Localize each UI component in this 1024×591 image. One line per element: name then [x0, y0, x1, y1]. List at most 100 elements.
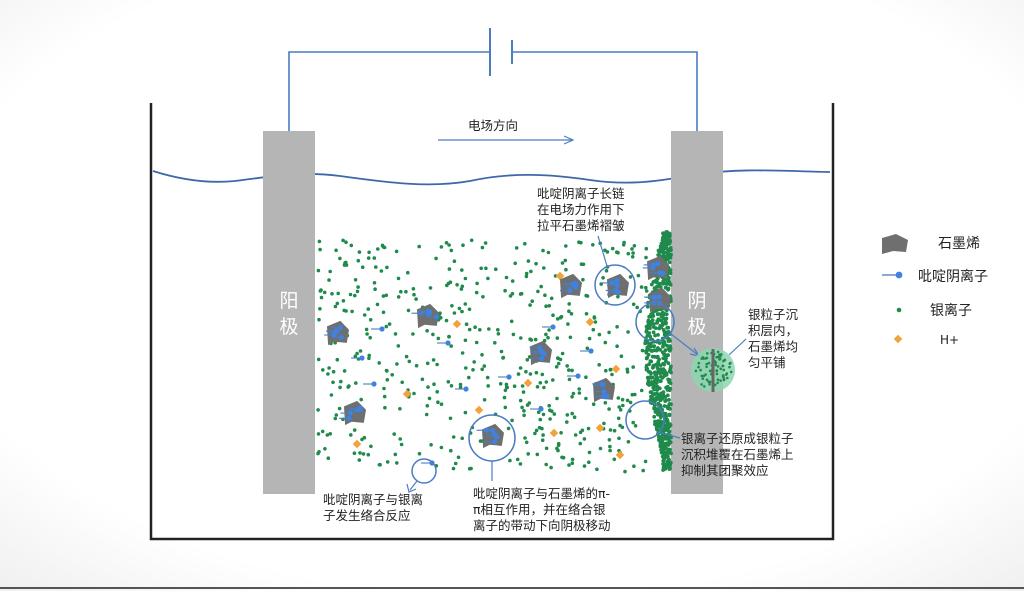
- silver-ion: [331, 380, 335, 385]
- silver-ion: [607, 438, 612, 442]
- proton: [549, 428, 559, 438]
- deposited-silver: [655, 355, 659, 360]
- silver-ion: [527, 401, 532, 405]
- deposited-silver: [649, 375, 654, 380]
- silver-ion: [619, 354, 624, 359]
- deposited-silver: [651, 330, 656, 335]
- silver-ion: [593, 320, 598, 324]
- silver-ion: [571, 391, 576, 396]
- silver-ion: [379, 269, 384, 273]
- silver-ion: [636, 273, 641, 278]
- silver-ions: [316, 238, 649, 474]
- silver-ion: [570, 461, 575, 466]
- silver-ion: [467, 466, 472, 471]
- pyridine-anion: [483, 427, 490, 433]
- deposited-silver: [664, 250, 669, 255]
- silver-ion: [353, 293, 357, 298]
- silver-ion: [431, 358, 436, 362]
- silver-ion: [526, 452, 530, 456]
- deposited-silver: [662, 352, 667, 356]
- silver-ion: [464, 366, 468, 370]
- pyridine-anion: [539, 348, 545, 355]
- zoom-silver: [705, 365, 708, 369]
- deposited-silver: [663, 255, 668, 260]
- silver-ion: [452, 259, 457, 264]
- silver-ion: [407, 359, 412, 364]
- deposited-silver: [658, 369, 662, 374]
- silver-ion: [568, 335, 573, 340]
- silver-ion: [496, 332, 501, 336]
- silver-ion: [455, 283, 459, 287]
- pyridine-anion: [490, 427, 496, 433]
- silver-ion: [628, 275, 633, 279]
- silver-ion: [544, 380, 549, 384]
- silver-ion: [482, 364, 487, 368]
- proton: [352, 439, 362, 449]
- zoom-silver: [708, 382, 711, 386]
- deposited-silver: [667, 260, 672, 265]
- silver-ion: [554, 365, 559, 369]
- deposited-silver: [646, 379, 651, 384]
- silver-ion: [478, 328, 482, 332]
- silver-ion: [528, 372, 533, 376]
- silver-ion: [539, 284, 543, 289]
- silver-ion: [346, 385, 351, 389]
- silver-ion: [317, 450, 321, 454]
- silver-ion: [382, 386, 386, 391]
- zoom-silver: [713, 383, 717, 387]
- silver-ion: [448, 416, 453, 421]
- silver-ion: [472, 360, 477, 364]
- pyridine-anion: [655, 261, 661, 267]
- silver-ion: [587, 460, 591, 465]
- silver-ion: [592, 316, 597, 320]
- deposited-silver: [647, 362, 651, 367]
- deposited-silver: [663, 348, 668, 353]
- silver-ion: [564, 267, 568, 272]
- silver-ion: [512, 384, 517, 389]
- silver-ion: [535, 452, 540, 457]
- silver-ion: [339, 379, 343, 384]
- anode: [263, 131, 315, 494]
- silver-ion: [506, 426, 511, 431]
- silver-ion: [537, 425, 542, 430]
- silver-ion: [559, 431, 563, 435]
- silver-ion: [587, 336, 592, 341]
- silver-ion: [327, 278, 331, 282]
- silver-ion: [547, 304, 552, 308]
- silver-ion: [536, 410, 541, 415]
- deposited-silver: [649, 320, 654, 324]
- silver-ion: [511, 332, 516, 337]
- silver-ion: [483, 241, 488, 245]
- silver-ion: [471, 368, 475, 372]
- silver-ion: [366, 256, 371, 260]
- silver-ion: [631, 420, 635, 425]
- silver-ion: [641, 468, 645, 473]
- pyridine-anion: [492, 439, 498, 445]
- anode-label: 阳 极: [279, 290, 299, 338]
- silver-ion: [406, 308, 411, 313]
- silver-ion: [615, 344, 619, 349]
- legend-label-proton: H+: [940, 333, 960, 347]
- silver-ion: [625, 370, 630, 374]
- deposited-silver: [665, 405, 670, 409]
- callout-circle-pull: [594, 264, 636, 306]
- zoom-silver: [705, 378, 709, 382]
- silver-ion: [523, 436, 527, 440]
- silver-ion: [431, 332, 435, 337]
- silver-ion: [329, 393, 334, 397]
- graphene-icon: [882, 234, 908, 254]
- silver-ion: [372, 256, 377, 260]
- silver-ion: [522, 413, 526, 418]
- silver-ion: [633, 424, 638, 428]
- silver-ion: [326, 372, 330, 376]
- silver-ion: [316, 357, 321, 362]
- zoom-silver: [716, 350, 720, 354]
- silver-ion-icon: [896, 307, 902, 313]
- silver-ion: [367, 356, 371, 361]
- silver-ion: [498, 382, 503, 386]
- silver-ion: [518, 366, 523, 370]
- silver-ion: [544, 446, 549, 451]
- silver-ion: [487, 327, 491, 331]
- deposited-silver: [661, 281, 665, 286]
- silver-ion: [533, 431, 537, 436]
